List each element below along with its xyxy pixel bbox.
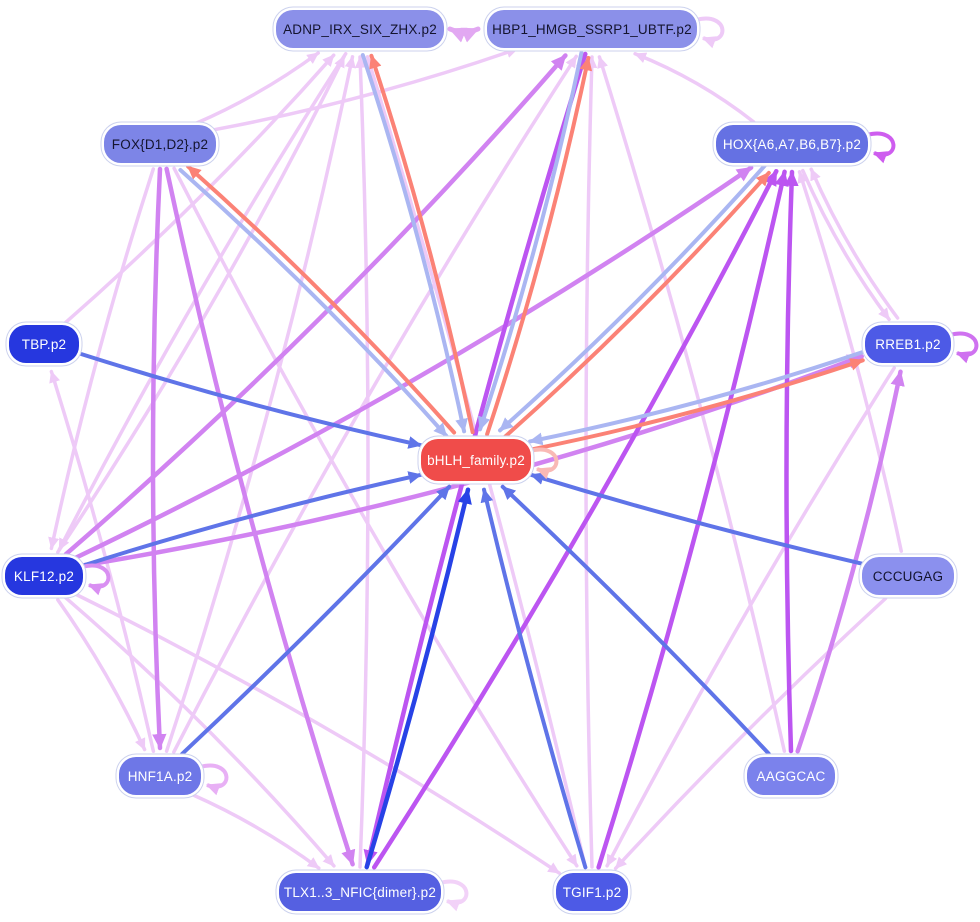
edge-TLX1-bHLH bbox=[364, 487, 472, 870]
edge-HNF1A-bHLH bbox=[180, 484, 452, 756]
edge-HNF1A-HBP1 bbox=[172, 54, 578, 754]
graph-node-TBP[interactable]: TBP.p2 bbox=[9, 325, 79, 363]
edge-KLF12-HBP1 bbox=[63, 53, 568, 557]
edge-HOX-HBP1 bbox=[633, 52, 756, 124]
graph-node-FOX[interactable]: FOX{D1,D2}.p2 bbox=[104, 125, 216, 163]
graph-node-label: TGIF1.p2 bbox=[562, 884, 622, 900]
edge-TLX1-HOX bbox=[371, 168, 779, 870]
graph-node-label: HBP1_HMGB_SSRP1_UBTF.p2 bbox=[492, 21, 692, 37]
graph-node-AAGGCAC[interactable]: AAGGCAC bbox=[747, 757, 835, 795]
edge-RREB1-HOX bbox=[809, 167, 900, 320]
graph-node-bHLH[interactable]: bHLH_family.p2 bbox=[421, 439, 531, 481]
edge-CCCUGAG-bHLH bbox=[529, 472, 865, 566]
graph-node-label: TLX1..3_NFIC{dimer}.p2 bbox=[283, 884, 437, 900]
edge-KLF12-TGIF1 bbox=[73, 592, 561, 875]
graph-node-label: TBP.p2 bbox=[21, 336, 67, 352]
edge-FOX-bHLH bbox=[178, 168, 449, 438]
edge-KLF12-HOX bbox=[72, 165, 754, 561]
edge-ADNP-bHLH bbox=[360, 53, 468, 434]
edge-bHLH-RREB1 bbox=[527, 358, 865, 452]
self-loop-KLF12 bbox=[81, 563, 111, 596]
edge-HOX-RREB1 bbox=[801, 168, 891, 322]
graph-node-RREB1[interactable]: RREB1.p2 bbox=[865, 325, 951, 363]
edge-bHLH-HOX bbox=[501, 170, 771, 441]
graph-node-HBP1[interactable]: HBP1_HMGB_SSRP1_UBTF.p2 bbox=[487, 10, 697, 48]
edge-FOX-ADNP bbox=[193, 51, 320, 126]
graph-node-TGIF1[interactable]: TGIF1.p2 bbox=[556, 873, 628, 911]
graph-node-label: CCCUGAG bbox=[872, 568, 944, 584]
graph-node-label: bHLH_family.p2 bbox=[427, 452, 525, 468]
edge-FOX-HNF1A bbox=[150, 166, 167, 751]
graph-node-label: KLF12.p2 bbox=[13, 568, 75, 584]
edge-KLF12-ADNP bbox=[56, 54, 346, 554]
graph-node-TLX1[interactable]: TLX1..3_NFIC{dimer}.p2 bbox=[279, 873, 441, 911]
edge-TBP-bHLH bbox=[79, 352, 423, 449]
edge-FOX-TLX1 bbox=[164, 166, 356, 867]
edge-bHLH-ADNP bbox=[369, 53, 475, 435]
graph-node-label: ADNP_IRX_SIX_ZHX.p2 bbox=[283, 21, 437, 37]
edge-FOX-TGIF1 bbox=[172, 166, 579, 868]
edge-AAGGCAC-HOX bbox=[784, 169, 799, 754]
edge-TGIF1-HBP1 bbox=[584, 55, 598, 869]
graph-node-label: HNF1A.p2 bbox=[127, 768, 193, 784]
self-loop-HOX bbox=[866, 131, 896, 164]
edge-KLF12-bHLH bbox=[82, 471, 423, 568]
edge-bHLH-FOX bbox=[186, 164, 457, 435]
edge-TLX1-ADNP bbox=[354, 55, 370, 869]
self-loop-HNF1A bbox=[199, 763, 229, 796]
edge-FOX-HBP1 bbox=[209, 47, 520, 132]
self-loop-HBP1 bbox=[695, 16, 725, 49]
edge-AAGGCAC-bHLH bbox=[500, 484, 771, 756]
edge-HBP1-bHLH bbox=[477, 50, 584, 432]
graph-node-CCCUGAG[interactable]: CCCUGAG bbox=[862, 557, 954, 595]
edge-KLF12-HNF1A bbox=[56, 598, 147, 752]
self-loop-TLX1 bbox=[439, 879, 469, 912]
self-loop-RREB1 bbox=[949, 331, 979, 364]
edge-HNF1A-TLX1 bbox=[190, 792, 321, 870]
graph-node-ADNP[interactable]: ADNP_IRX_SIX_ZHX.p2 bbox=[276, 10, 444, 48]
graph-node-HNF1A[interactable]: HNF1A.p2 bbox=[119, 757, 201, 795]
edge-ADNP-HBP1 bbox=[447, 26, 481, 43]
edge-RREB1-bHLH bbox=[528, 349, 866, 446]
graph-node-KLF12[interactable]: KLF12.p2 bbox=[5, 557, 83, 595]
graph-node-HOX[interactable]: HOX{A6,A7,B6,B7}.p2 bbox=[716, 125, 868, 163]
graph-node-label: RREB1.p2 bbox=[875, 336, 941, 352]
edge-bHLH-HBP1 bbox=[485, 55, 593, 437]
graph-node-label: AAGGCAC bbox=[756, 768, 826, 784]
edge-RREB1-TGIF1 bbox=[605, 366, 896, 868]
graph-node-label: FOX{D1,D2}.p2 bbox=[111, 136, 209, 152]
self-loop-bHLH bbox=[529, 447, 559, 480]
graph-node-label: HOX{A6,A7,B6,B7}.p2 bbox=[722, 136, 862, 152]
edge-TGIF1-bHLH bbox=[480, 487, 588, 870]
edge-HOX-bHLH bbox=[498, 163, 768, 433]
edge-KLF12-TLX1 bbox=[64, 596, 336, 868]
